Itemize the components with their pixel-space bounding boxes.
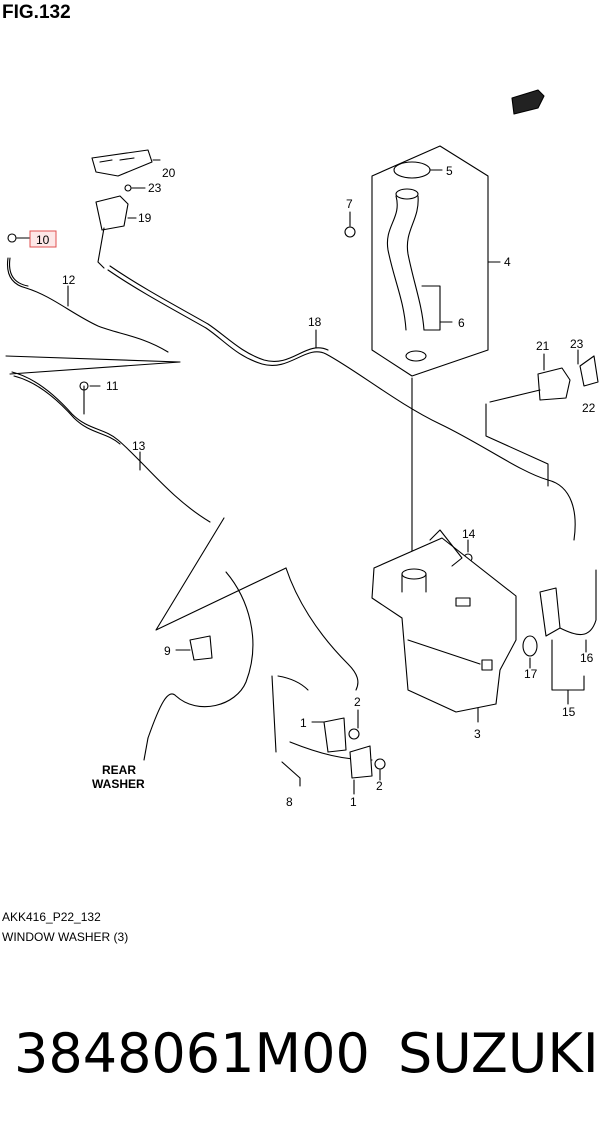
callout-4: 4: [504, 255, 511, 269]
brand-name: SUZUKI: [398, 1022, 599, 1085]
callout-16: 16: [580, 651, 594, 665]
callout-15: 15: [562, 705, 576, 719]
callout-6: 6: [458, 316, 465, 330]
rear-washer-line2: WASHER: [92, 777, 145, 791]
parts-diagram: 20 23 19 10 12 5 7 4 6 18 21 23 22 11 13…: [5, 89, 599, 809]
callout-20: 20: [162, 166, 176, 180]
part-3-reservoir-tank: [371, 529, 517, 723]
part-15-pump: [539, 569, 597, 705]
part-19-nozzle: [95, 195, 137, 269]
part-9-clip: [175, 635, 213, 661]
callout-8: 8: [286, 795, 293, 809]
part-21-rear-nozzle: [485, 349, 599, 487]
callout-23a: 23: [148, 181, 162, 195]
callout-12: 12: [62, 273, 76, 287]
callout-22: 22: [582, 401, 596, 415]
highlight-box-10: [29, 230, 57, 248]
part-number: 3848061M00: [14, 1022, 370, 1085]
callout-11: 11: [106, 379, 119, 393]
hose-12: [6, 257, 169, 353]
callout-1a: 1: [300, 716, 307, 730]
callout-7: 7: [346, 197, 353, 211]
part-20-bracket: [91, 149, 161, 177]
callout-5: 5: [446, 164, 453, 178]
callout-2b: 2: [376, 779, 383, 793]
fwd-arrow-icon: [511, 89, 545, 115]
part-23-bolt: [124, 184, 146, 192]
diagram-description: WINDOW WASHER (3): [2, 930, 129, 944]
part-10-clip: [7, 233, 31, 243]
figure-title: FIG.132: [2, 2, 71, 23]
callout-18: 18: [308, 315, 322, 329]
part-1-pump-upper: [311, 709, 360, 753]
diagram-code: AKK416_P22_132: [2, 910, 101, 924]
callout-21: 21: [536, 339, 550, 353]
callout-17: 17: [524, 667, 538, 681]
hose-18: [107, 269, 576, 541]
callout-10: 10: [36, 233, 50, 247]
part-4-inlet-box: [371, 145, 501, 561]
rear-washer-line1: REAR: [102, 763, 136, 777]
part-7-grommet: [344, 211, 356, 238]
part-17-grommet: [522, 635, 538, 669]
callout-2a: 2: [354, 695, 361, 709]
callout-14: 14: [462, 527, 476, 541]
callout-9: 9: [164, 644, 171, 658]
callout-23b: 23: [570, 337, 584, 351]
callout-13: 13: [132, 439, 146, 453]
part-1-pump-lower: [349, 745, 386, 795]
callout-3: 3: [474, 727, 481, 741]
callout-19: 19: [138, 211, 152, 225]
callout-1b: 1: [350, 795, 357, 809]
